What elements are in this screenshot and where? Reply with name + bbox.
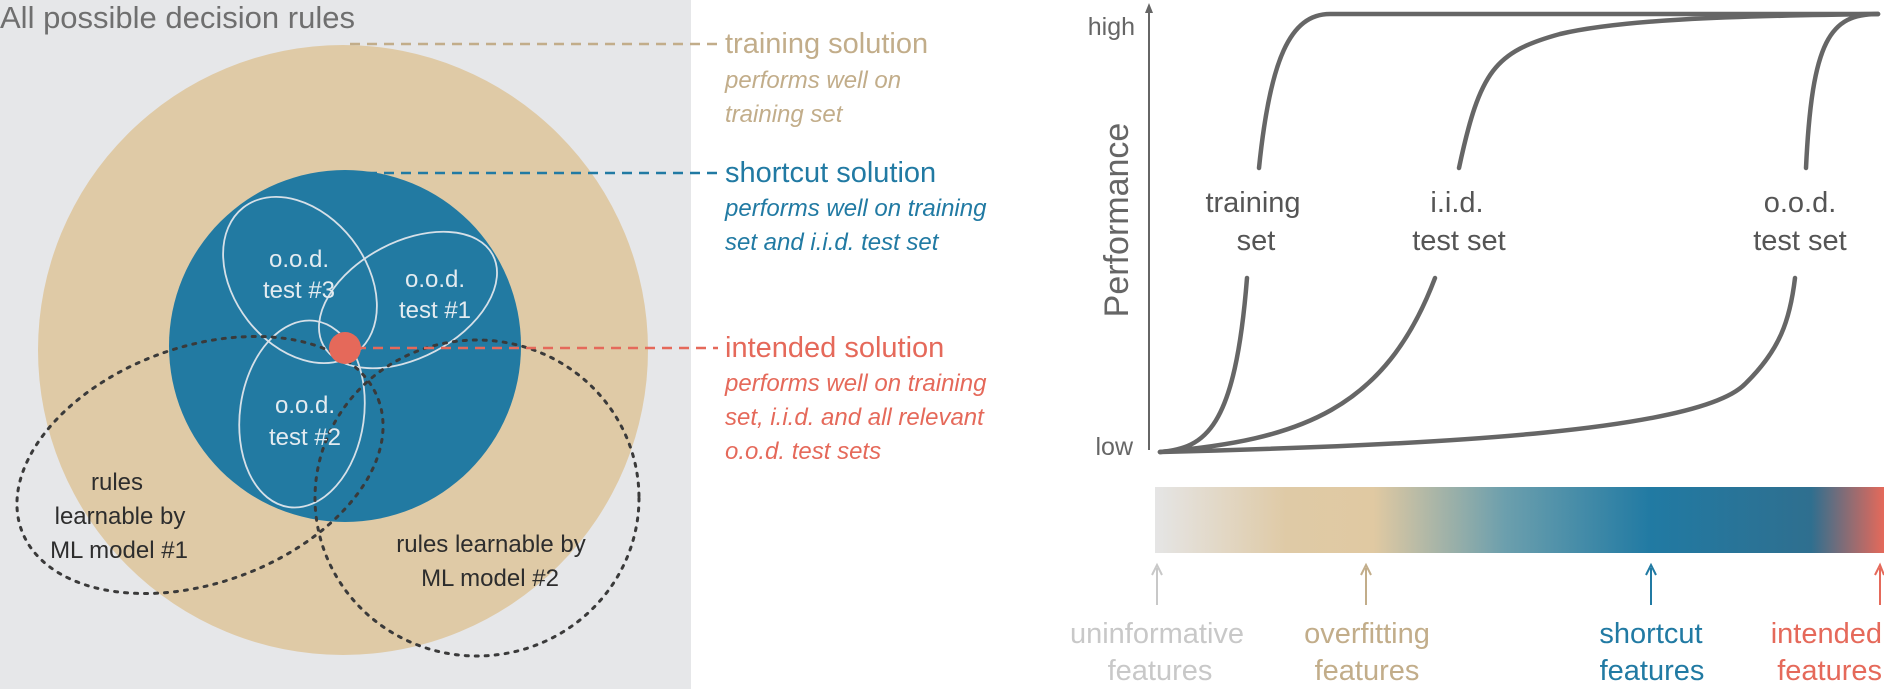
y-axis-low-label: low: [1095, 433, 1133, 461]
panel-title: All possible decision rules: [0, 0, 355, 35]
training-solution-title: training solution: [725, 28, 928, 60]
overfitting-features-label-line1: overfitting: [1304, 618, 1430, 650]
training-curve-lower: [1157, 275, 1250, 455]
shortcut-solution-desc-line2: set and i.i.d. test set: [725, 229, 940, 256]
intended-solution-desc-line1: performs well on training: [724, 370, 987, 397]
axis-arrow-icon: [1145, 3, 1153, 13]
ood-curve-lower: [1157, 275, 1798, 455]
shortcut-arrow-icon: [1645, 562, 1657, 605]
ood-curve-upper: [1803, 11, 1881, 171]
ml-model-2-ellipse: [313, 338, 641, 658]
ood-test-1-label-line1: o.o.d.: [405, 266, 465, 293]
training-set-label-line1: training: [1205, 187, 1300, 219]
ml-model-1-ellipse: [15, 334, 385, 596]
overfitting-features-label-line2: features: [1315, 655, 1420, 687]
iid-curve-lower: [1157, 275, 1438, 455]
ml-model-2-label-line1: rules learnable by: [396, 531, 585, 558]
shortcut-features-label-line1: shortcut: [1599, 618, 1702, 650]
training-solution-desc-line1: performs well on: [724, 67, 901, 94]
y-axis-title: Performance: [1098, 123, 1136, 318]
intended-features-label-line1: intended: [1771, 618, 1882, 650]
ood-test-set-label-line1: o.o.d.: [1764, 187, 1837, 219]
y-axis-high-label: high: [1088, 13, 1135, 41]
shortcut-solution-desc-line1: performs well on training: [724, 195, 987, 222]
ml-model-2-label-line2: ML model #2: [421, 565, 559, 592]
ml-model-1-label-line2: learnable by: [55, 503, 186, 530]
shortcut-features-label-line2: features: [1600, 655, 1705, 687]
intended-features-label-line2: features: [1777, 655, 1882, 687]
uninformative-features-label-line1: uninformative: [1070, 618, 1244, 650]
intended-arrow-icon: [1874, 562, 1884, 605]
uninformative-features-label-line2: features: [1108, 655, 1213, 687]
ood-test-1-label-line2: test #1: [399, 297, 471, 324]
iid-curve-upper: [1456, 11, 1881, 171]
shortcut-solution-title: shortcut solution: [725, 157, 936, 189]
intended-solution-desc-line3: o.o.d. test sets: [725, 438, 881, 465]
training-solution-desc-line2: training set: [725, 101, 844, 128]
ood-test-3-label-line2: test #3: [263, 277, 335, 304]
overfitting-arrow-icon: [1360, 562, 1372, 605]
intended-solution-desc-line2: set, i.i.d. and all relevant: [725, 404, 985, 431]
feature-gradient-bar: [1155, 487, 1884, 553]
ood-test-set-label-line2: test set: [1753, 225, 1847, 257]
iid-test-set-label-line1: i.i.d.: [1430, 187, 1483, 219]
ood-test-2-ellipse: [238, 319, 366, 509]
ml-model-1-label-line3: ML model #1: [50, 537, 188, 564]
ood-test-1-ellipse: [318, 230, 498, 370]
ml-model-1-label-line1: rules: [91, 469, 143, 496]
intended-solution-title: intended solution: [725, 332, 944, 364]
training-curve-upper: [1256, 11, 1881, 171]
iid-test-set-label-line2: test set: [1412, 225, 1506, 257]
ood-test-2-label-line1: o.o.d.: [275, 392, 335, 419]
ood-test-3-label-line1: o.o.d.: [269, 246, 329, 273]
uninformative-arrow-icon: [1151, 562, 1163, 605]
training-set-label-line2: set: [1237, 225, 1276, 257]
ood-test-2-label-line2: test #2: [269, 424, 341, 451]
intended-solution-dot: [329, 332, 361, 364]
